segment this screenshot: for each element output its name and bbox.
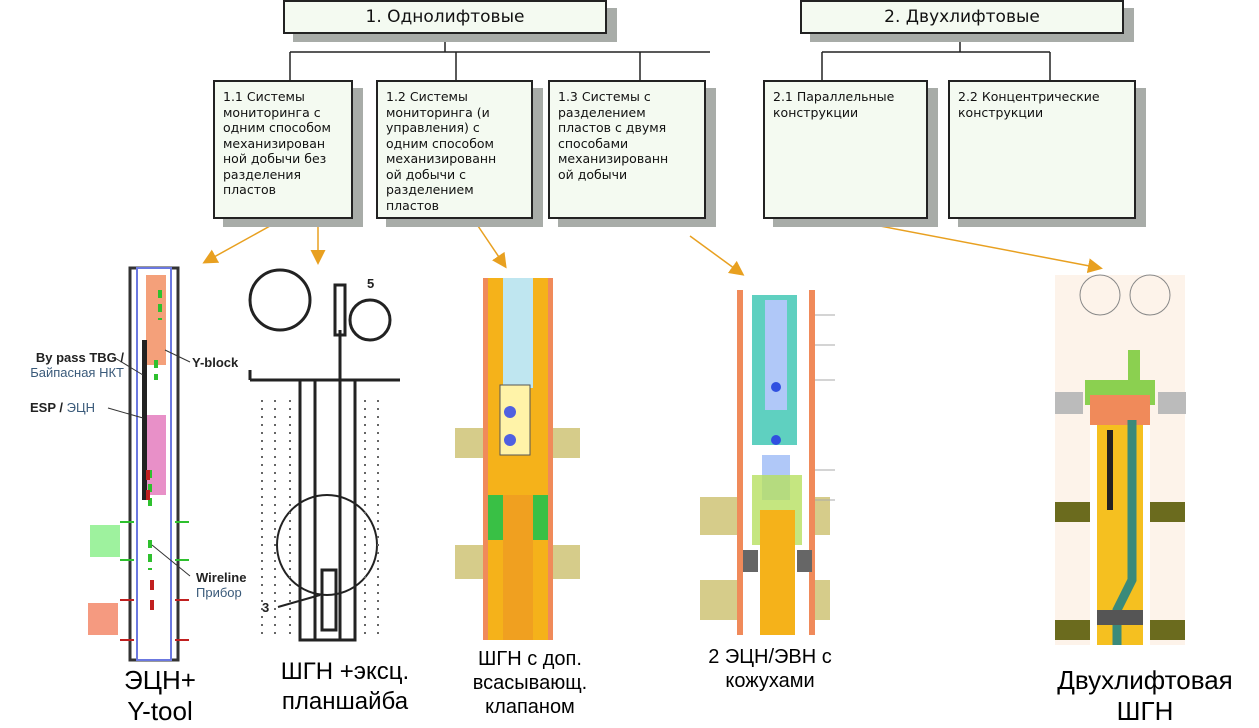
arrow-5 xyxy=(879,225,1103,274)
subtype-1-3: 1.3 Системы с разделением пластов с двум… xyxy=(548,80,706,219)
label-5: 5 xyxy=(367,276,375,291)
caption-rod-pump-eccentric: ШГН +эксц. планшайба xyxy=(280,658,410,715)
illustration-rod-pump-valve xyxy=(455,278,580,640)
illustration-dual-lift-rod-pump xyxy=(1055,274,1186,645)
illustration-rod-pump-eccentric xyxy=(248,268,400,642)
label-bypass: By pass TBG /Байпасная НКТ xyxy=(30,350,124,380)
label-3: 3 xyxy=(262,600,270,615)
arrow-3 xyxy=(477,225,507,269)
caption-rod-pump-valve: ШГН с доп. всасывающ. клапаном xyxy=(472,648,588,718)
tree-lines xyxy=(289,34,1051,80)
caption-two-esp: 2 ЭЦН/ЭВН с кожухами xyxy=(708,646,832,692)
illustration-two-esp-shrouds xyxy=(700,290,835,635)
caption-dual-lift: Двухлифтовая ШГН xyxy=(1057,665,1233,726)
category-single-lift: 1. Однолифтовые xyxy=(283,0,607,34)
arrow-1 xyxy=(202,225,271,264)
arrows xyxy=(202,225,1103,276)
label-yblock: Y-block xyxy=(192,355,239,370)
subtype-2-1: 2.1 Параллельные конструкции xyxy=(763,80,928,219)
illustration-esp-ytool xyxy=(88,266,191,662)
label-esp: ESP / ЭЦН xyxy=(30,400,95,415)
subtype-1-1: 1.1 Системы мониторинга с одним способом… xyxy=(213,80,353,219)
category-dual-lift: 2. Двухлифтовые xyxy=(800,0,1124,34)
subtype-2-2: 2.2 Концентрические конструкции xyxy=(948,80,1136,219)
arrow-4 xyxy=(689,235,745,276)
caption-esp-ytool: ЭЦН+ Y-tool xyxy=(124,665,196,726)
subtype-1-2: 1.2 Системы мониторинга (и управления) с… xyxy=(376,80,533,219)
